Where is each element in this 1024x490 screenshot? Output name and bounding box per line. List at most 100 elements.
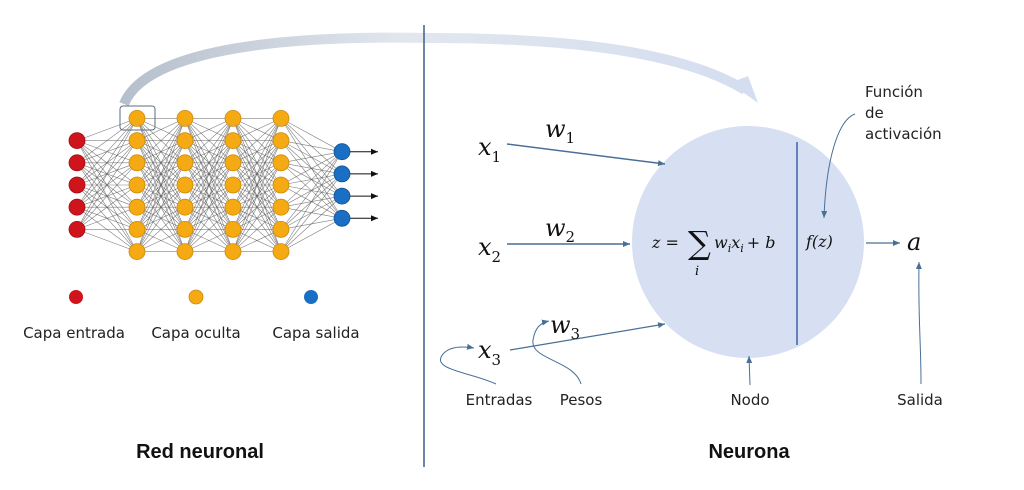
- output-node: [333, 165, 351, 183]
- network-edge: [136, 162, 186, 252]
- output-arrows: [350, 148, 378, 222]
- network-edge: [280, 140, 343, 152]
- network-edge: [76, 140, 138, 230]
- input-x2: x2: [478, 233, 501, 266]
- legend-input-dot: [69, 290, 83, 304]
- network-edge: [76, 118, 138, 164]
- hidden-node: [272, 110, 290, 127]
- network-connections: [76, 118, 343, 252]
- network-edge: [280, 151, 343, 186]
- legend-hidden-dot: [188, 289, 204, 305]
- network-edge: [184, 140, 234, 252]
- network-edge: [136, 184, 186, 252]
- output-node: [333, 209, 351, 227]
- network-edge: [280, 118, 343, 152]
- hidden-node: [272, 198, 290, 216]
- inputs-label: Entradas: [466, 391, 533, 409]
- hidden-node: [224, 176, 242, 194]
- network-edge: [136, 118, 186, 208]
- activation-annotation: Función de activación: [821, 83, 942, 219]
- activation-function: f(z): [805, 232, 833, 251]
- hidden-node: [224, 132, 242, 150]
- network-edge: [232, 118, 282, 208]
- inputs-annotation: Entradas: [440, 343, 533, 409]
- neuron-node-circle: [632, 126, 864, 358]
- hidden-node: [176, 110, 194, 127]
- hidden-node: [128, 154, 146, 172]
- hidden-node: [176, 220, 194, 238]
- summation-formula: z = ∑ i wixi+ b: [651, 224, 776, 279]
- output-node: [333, 187, 351, 205]
- network-edge: [232, 162, 282, 252]
- hidden-node: [128, 110, 146, 127]
- network-edge: [232, 118, 282, 186]
- network-edge: [232, 118, 282, 164]
- legend-output-label: Capa salida: [272, 324, 359, 342]
- network-edge: [184, 229, 234, 252]
- hidden-node: [224, 243, 242, 261]
- network-edge: [280, 173, 343, 252]
- neuron: [632, 126, 864, 358]
- hidden-node: [176, 243, 194, 261]
- legend-input-label: Capa entrada: [23, 324, 125, 342]
- network-edge: [184, 118, 234, 164]
- weights-label: Pesos: [560, 391, 603, 409]
- input-arrow-1: [506, 143, 666, 167]
- sum-index: i: [695, 264, 699, 279]
- input-node: [68, 198, 86, 216]
- hidden-node: [224, 154, 242, 172]
- weight-w1: w1: [545, 115, 575, 147]
- network-edge: [76, 229, 138, 252]
- network-edge: [136, 118, 186, 186]
- network-edge: [136, 118, 186, 164]
- node-annotation: Nodo: [730, 355, 770, 409]
- network-edge: [280, 151, 343, 252]
- weight-w3: w3: [550, 311, 580, 343]
- output-label: Salida: [897, 391, 943, 409]
- legend-hidden-label: Capa oculta: [151, 324, 240, 342]
- legend-output-dot: [304, 290, 318, 304]
- network-edge: [136, 118, 186, 230]
- hidden-node: [128, 198, 146, 216]
- input-node: [68, 220, 86, 238]
- network-edge: [76, 162, 138, 230]
- network-edge: [280, 218, 343, 252]
- right-panel-title: Neurona: [708, 441, 790, 463]
- network-edge: [136, 206, 186, 252]
- network-edge: [184, 118, 234, 230]
- network-edge: [76, 184, 138, 230]
- hidden-node: [272, 176, 290, 194]
- hidden-node: [128, 220, 146, 238]
- left-panel-title: Red neuronal: [136, 441, 264, 463]
- activation-label-1: Función: [865, 83, 923, 101]
- network-nodes: [68, 110, 351, 261]
- hidden-node: [176, 154, 194, 172]
- hidden-node: [272, 243, 290, 261]
- input-node: [68, 132, 86, 150]
- network-edge: [232, 184, 282, 252]
- hidden-node: [128, 132, 146, 150]
- output-annotation: Salida: [897, 261, 943, 409]
- network-edge: [136, 118, 186, 141]
- hidden-node: [272, 132, 290, 150]
- input-node: [68, 176, 86, 194]
- network-edge: [184, 118, 234, 186]
- network-edge: [76, 118, 138, 186]
- hidden-node: [224, 110, 242, 127]
- hidden-node: [176, 176, 194, 194]
- hidden-node: [272, 220, 290, 238]
- legend: Capa entrada Capa oculta Capa salida: [23, 289, 360, 342]
- network-edge: [280, 151, 343, 208]
- formula-lhs: z =: [651, 233, 679, 252]
- network-edge: [232, 118, 282, 141]
- network-edge: [232, 140, 282, 252]
- network-edge: [184, 162, 234, 252]
- network-edge: [76, 118, 138, 208]
- activation-label-3: activación: [865, 125, 942, 143]
- hidden-node: [272, 154, 290, 172]
- highlight-box: [119, 105, 156, 131]
- network-edge: [184, 206, 234, 252]
- network-edge: [76, 206, 138, 230]
- formula-terms: wixi+ b: [714, 233, 776, 255]
- network-edge: [232, 118, 282, 230]
